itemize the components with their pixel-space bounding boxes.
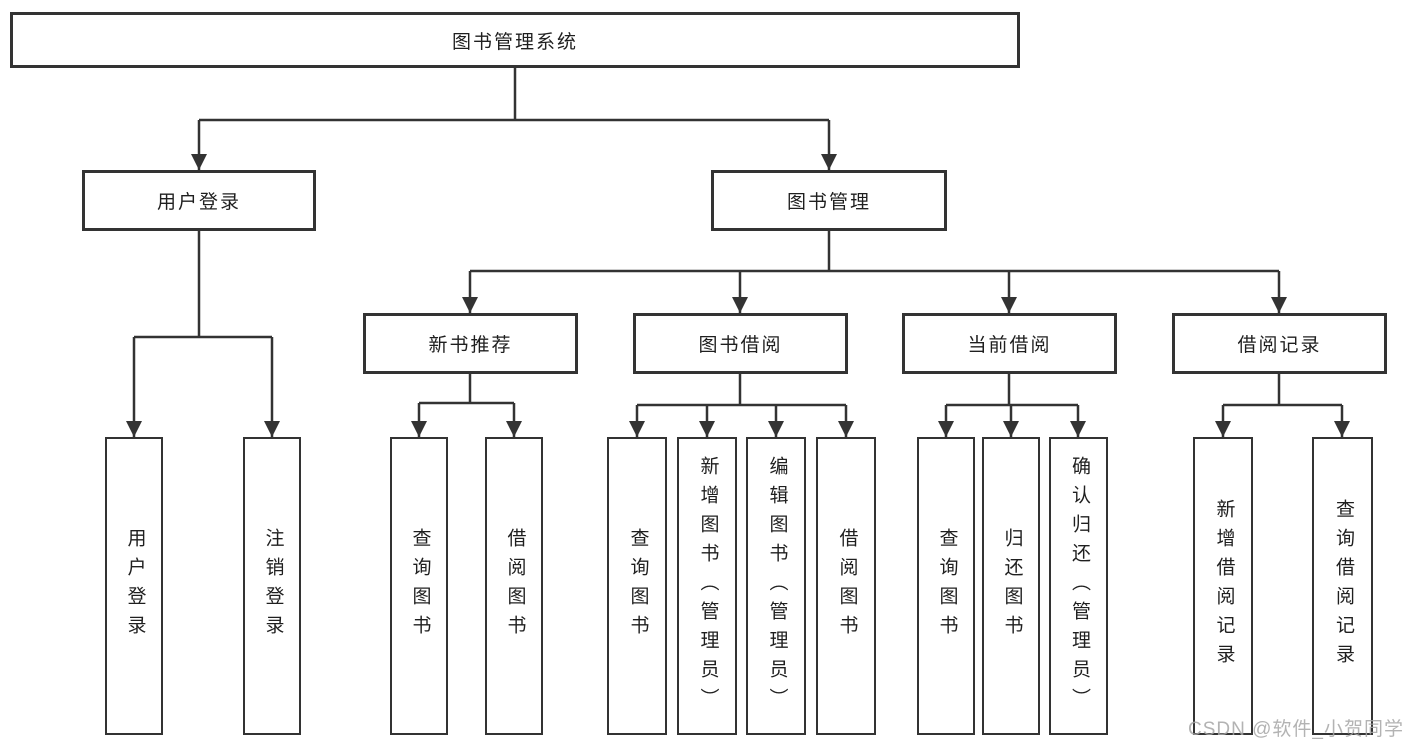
leaf-add-borrow-record: 新增借阅记录 bbox=[1193, 437, 1253, 735]
node-current-borrowing: 当前借阅 bbox=[902, 313, 1117, 374]
node-book-management: 图书管理 bbox=[711, 170, 947, 231]
node-label: 注销登录 bbox=[262, 528, 284, 644]
leaf-add-books-admin: 新增图书（管理员） bbox=[677, 437, 737, 735]
leaf-borrow-books: 借阅图书 bbox=[485, 437, 543, 735]
node-new-book-recommendation: 新书推荐 bbox=[363, 313, 578, 374]
csdn-watermark: CSDN @软件_小贺同学 bbox=[1188, 719, 1404, 740]
node-label: 查询图书 bbox=[936, 528, 958, 644]
node-label: 用户登录 bbox=[156, 192, 241, 213]
node-borrowing-records: 借阅记录 bbox=[1172, 313, 1387, 374]
leaf-return-books: 归还图书 bbox=[982, 437, 1040, 735]
node-label: 确认归还（管理员） bbox=[1068, 455, 1090, 717]
leaf-query-borrow-record: 查询借阅记录 bbox=[1312, 437, 1373, 735]
leaf-user-login: 用户登录 bbox=[105, 437, 163, 735]
node-label: 新书推荐 bbox=[428, 335, 513, 356]
node-user-login: 用户登录 bbox=[82, 170, 316, 231]
node-label: 借阅图书 bbox=[836, 528, 858, 644]
leaf-query-books: 查询图书 bbox=[607, 437, 667, 735]
node-root-library-management-system: 图书管理系统 bbox=[10, 12, 1020, 68]
node-label: 编辑图书（管理员） bbox=[766, 455, 788, 717]
node-label: 图书管理 bbox=[786, 192, 871, 213]
node-label: 用户登录 bbox=[124, 528, 146, 644]
node-label: 查询借阅记录 bbox=[1332, 499, 1354, 673]
node-label: 查询图书 bbox=[409, 528, 431, 644]
leaf-logout: 注销登录 bbox=[243, 437, 301, 735]
leaf-edit-books-admin: 编辑图书（管理员） bbox=[746, 437, 806, 735]
node-label: 借阅图书 bbox=[504, 528, 526, 644]
node-book-borrowing: 图书借阅 bbox=[633, 313, 848, 374]
leaf-borrow-books: 借阅图书 bbox=[816, 437, 876, 735]
node-label: 新增图书（管理员） bbox=[697, 455, 719, 717]
node-label: 图书管理系统 bbox=[451, 31, 578, 53]
node-label: 新增借阅记录 bbox=[1213, 499, 1235, 673]
leaf-confirm-return-admin: 确认归还（管理员） bbox=[1049, 437, 1108, 735]
node-label: 查询图书 bbox=[627, 528, 649, 644]
leaf-query-books: 查询图书 bbox=[917, 437, 975, 735]
node-label: 借阅记录 bbox=[1237, 335, 1322, 356]
node-label: 当前借阅 bbox=[967, 335, 1052, 356]
leaf-query-books: 查询图书 bbox=[390, 437, 448, 735]
node-label: 归还图书 bbox=[1001, 528, 1023, 644]
node-label: 图书借阅 bbox=[698, 335, 783, 356]
